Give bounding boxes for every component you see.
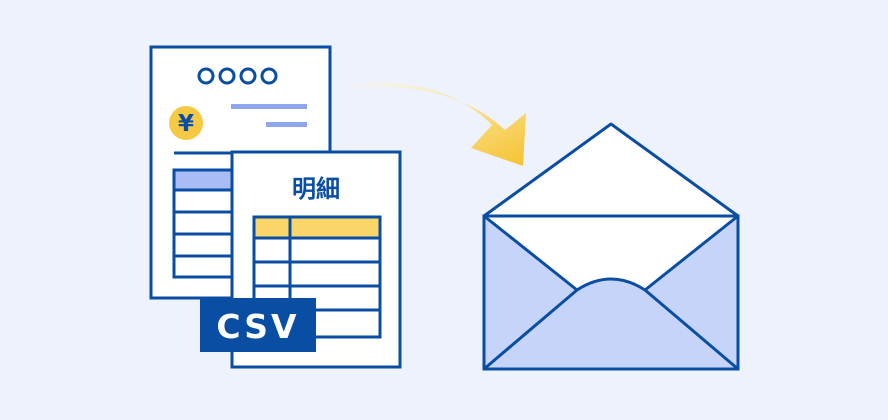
- csv-label: CSV: [216, 307, 299, 346]
- invoice-line: [266, 122, 307, 127]
- statement-table: [252, 215, 382, 339]
- open-envelope-icon: [482, 122, 740, 371]
- statement-title: 明細: [292, 175, 340, 203]
- invoice-line: [231, 104, 307, 109]
- curved-arrow-icon: [352, 82, 526, 166]
- invoice-table: [172, 168, 236, 279]
- yen-symbol: ¥: [178, 111, 194, 137]
- csv-badge: CSV: [200, 298, 316, 352]
- invoice-dots: [197, 67, 278, 85]
- yen-coin-icon: ¥: [169, 106, 203, 140]
